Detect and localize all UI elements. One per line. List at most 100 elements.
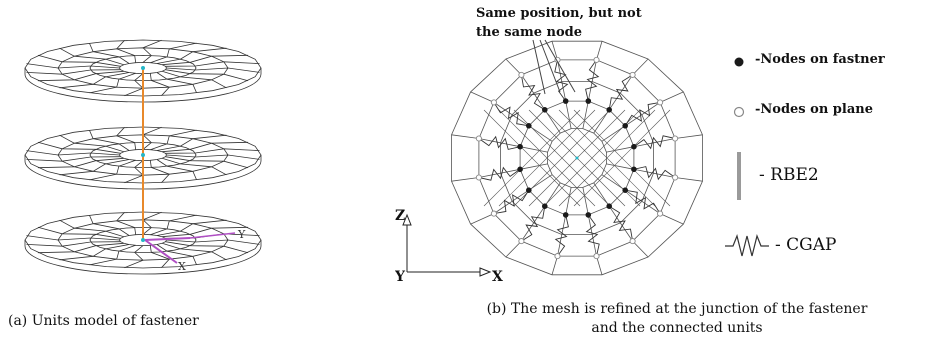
mesh-spoke <box>551 41 572 129</box>
mesh-spoke <box>37 54 121 67</box>
node-marker <box>141 66 145 70</box>
triad-x-label: X <box>178 260 186 273</box>
mesh-spoke <box>156 159 197 181</box>
legend-label-fastener: -Nodes on fastner <box>755 52 885 67</box>
mesh-spoke <box>89 244 136 266</box>
cgap-spring <box>585 59 600 102</box>
fastener-node <box>517 143 523 150</box>
cgap-spring <box>633 166 676 181</box>
mesh-spoke <box>601 91 684 142</box>
mesh-spoke <box>59 47 125 66</box>
plane-node <box>518 238 525 245</box>
legend-label-rbe2: - RBE2 <box>759 165 819 185</box>
mesh-spoke <box>162 54 249 66</box>
mesh-spoke <box>37 70 124 82</box>
fastener-node <box>622 187 628 193</box>
mesh-spoke <box>124 160 144 184</box>
mesh-spoke <box>451 163 548 182</box>
legend-symbols <box>725 57 769 257</box>
mesh-spoke <box>26 241 121 247</box>
cgap-spring <box>608 205 634 242</box>
filled-dot-icon <box>734 57 744 67</box>
local-coord-triad: Y X <box>144 228 246 273</box>
center-node <box>575 156 579 160</box>
mesh-spoke <box>156 72 197 94</box>
mesh-inner-line <box>558 109 656 207</box>
plane-node <box>490 99 497 106</box>
callout-line1: Same position, but not <box>476 6 642 21</box>
fastener-node <box>622 123 628 129</box>
cgap-spring <box>624 101 661 127</box>
mesh-spoke <box>149 73 170 96</box>
mesh-spoke <box>37 226 121 239</box>
mesh-spoke <box>582 41 603 129</box>
plane-node <box>657 210 664 217</box>
mesh-spoke <box>150 214 197 236</box>
triad-y-label: Y <box>237 228 246 241</box>
fastener-node <box>542 203 548 209</box>
mesh-ring <box>89 54 197 82</box>
fastener-node <box>606 203 612 209</box>
mesh-spoke <box>582 187 603 275</box>
cgap-spring <box>554 214 569 257</box>
plane-node <box>518 71 525 78</box>
refined-mesh <box>451 40 703 276</box>
mesh-spoke <box>37 141 121 154</box>
plane-node <box>554 253 561 260</box>
mesh-spoke <box>156 219 227 236</box>
fastener-node <box>585 98 592 104</box>
cgap-spring <box>520 74 546 111</box>
mesh-spoke <box>165 156 249 169</box>
mesh-spoke <box>505 182 561 258</box>
plane-node <box>629 71 636 78</box>
mesh-spoke <box>162 226 249 238</box>
legend: -Nodes on fastner -Nodes on plane - RBE2… <box>725 0 945 300</box>
mesh-spoke <box>142 126 162 150</box>
mesh-ring <box>89 226 197 254</box>
cgap-spring <box>478 166 521 181</box>
mesh-spoke <box>156 134 227 151</box>
mesh-spoke <box>505 58 561 134</box>
cgap-spring <box>521 206 546 242</box>
cgap-spring <box>633 135 676 150</box>
cgap-spring <box>493 189 530 215</box>
plane-node <box>672 174 679 181</box>
caption-b-line2: and the connected units <box>591 320 763 336</box>
mesh-spoke <box>89 159 136 181</box>
fastener-node <box>542 107 548 113</box>
mesh-spoke <box>166 154 260 160</box>
callout-leader-lines <box>532 39 576 95</box>
fastener-unit-model: Y X <box>24 39 262 275</box>
plane-node <box>475 135 482 142</box>
fastener-node <box>562 212 569 218</box>
mesh-spoke <box>124 73 144 97</box>
mesh-spoke <box>59 244 130 261</box>
mesh-spoke <box>451 134 548 153</box>
plane-node <box>593 56 600 63</box>
mesh-spoke <box>26 235 120 241</box>
mesh-spoke <box>26 150 120 156</box>
plane-node <box>657 99 664 106</box>
cgap-spring <box>493 102 529 127</box>
mesh-inner-line <box>573 109 671 207</box>
fastener-node <box>526 187 532 193</box>
mesh-spoke <box>37 242 124 254</box>
mesh-spoke <box>165 241 249 254</box>
axis-y-label: Y <box>395 269 406 285</box>
cgap-spring <box>608 74 633 110</box>
mesh-spoke <box>89 42 130 64</box>
mesh-spoke <box>601 174 684 225</box>
fastener-node <box>526 123 532 129</box>
caption-b: (b) The mesh is refined at the junction … <box>412 300 942 338</box>
mesh-spoke <box>26 69 121 75</box>
plane-node <box>672 135 679 142</box>
open-dot-icon <box>733 106 745 118</box>
fastener-node <box>585 212 592 218</box>
mesh-spoke <box>59 72 130 89</box>
legend-label-cgap: - CGAP <box>775 235 837 255</box>
mesh-spoke <box>166 239 260 245</box>
mesh-spoke <box>89 72 136 94</box>
callout-text: Same position, but not the same node <box>476 4 726 42</box>
mesh-spoke <box>59 159 130 176</box>
mesh-spoke <box>470 174 553 225</box>
